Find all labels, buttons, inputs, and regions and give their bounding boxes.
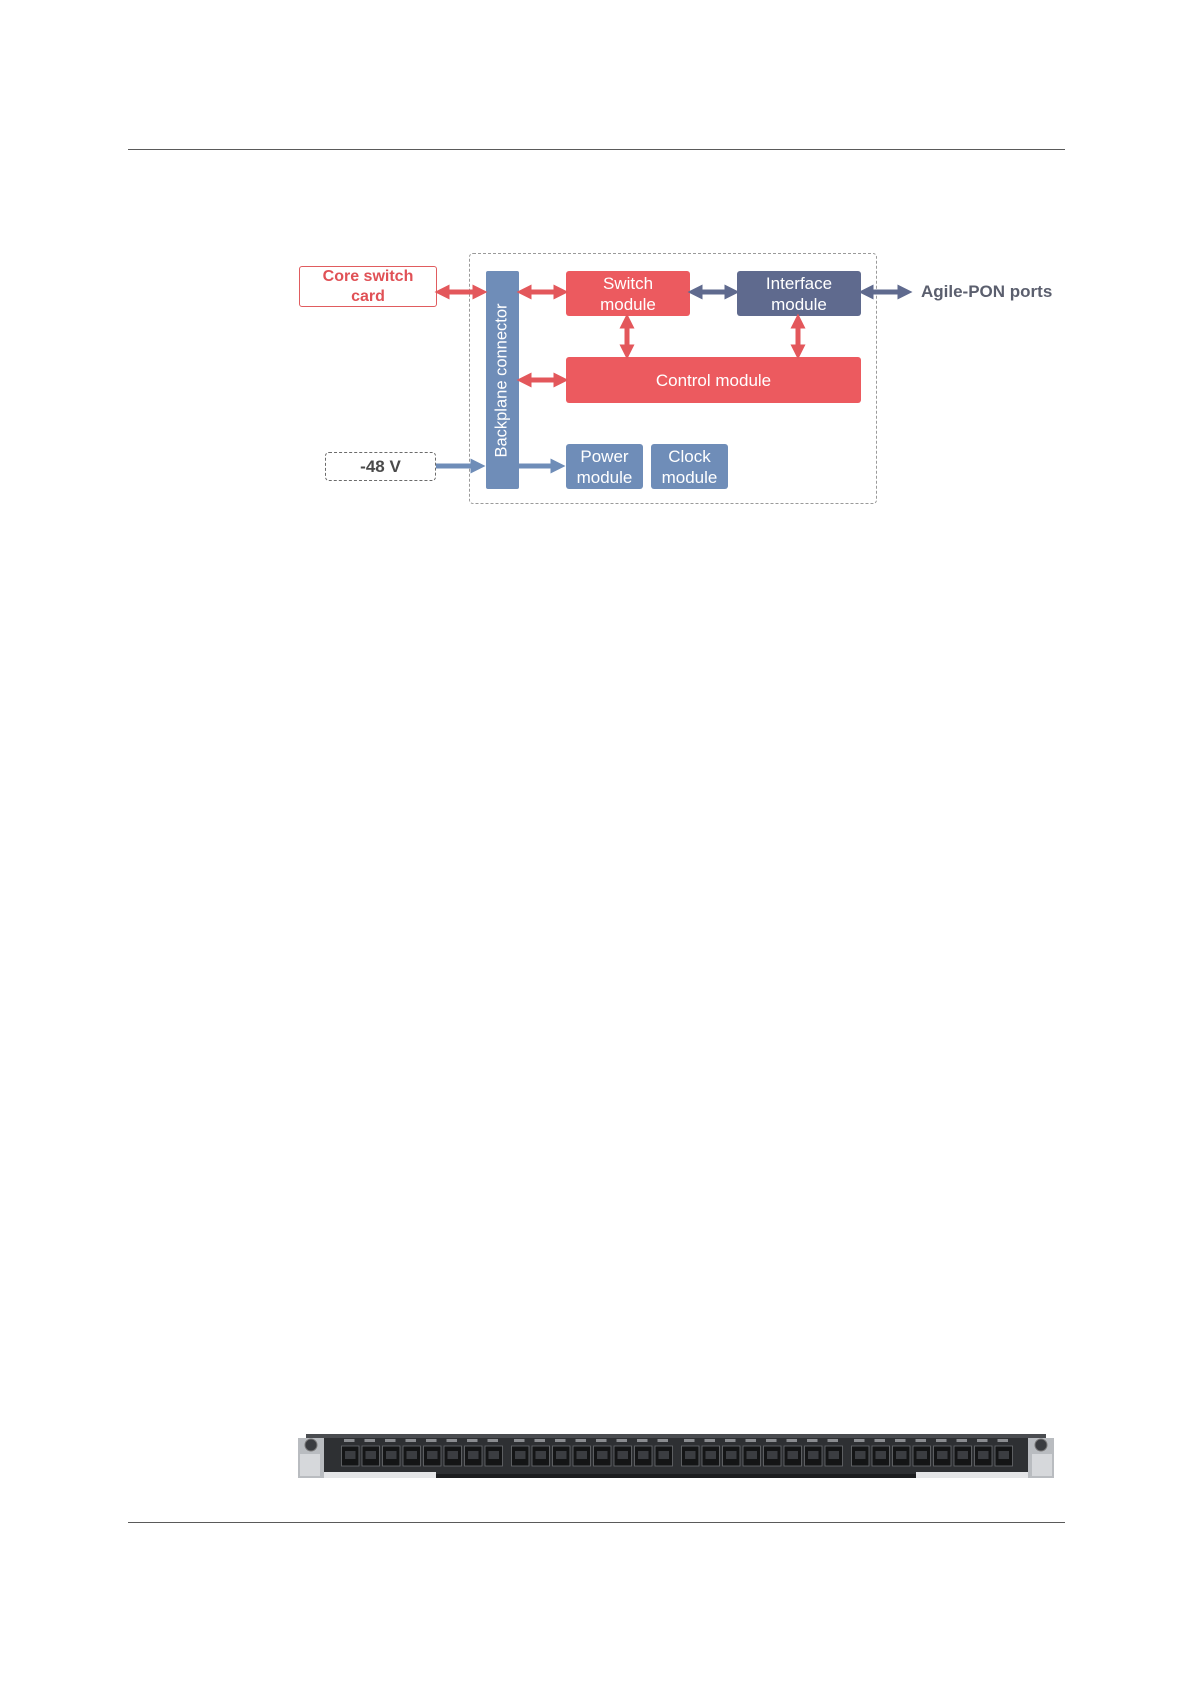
pon-port-cage <box>958 1451 969 1459</box>
pon-port-cage <box>788 1451 799 1459</box>
pon-port-cage <box>515 1451 526 1459</box>
pon-port-cage <box>448 1451 459 1459</box>
port-label-mark <box>957 1439 968 1442</box>
pon-port-cage <box>427 1451 438 1459</box>
port-label-mark <box>596 1439 607 1442</box>
pon-port-cage <box>978 1451 989 1459</box>
pon-port-cage <box>659 1451 670 1459</box>
board-illustration <box>298 1430 1054 1480</box>
pon-port-cage <box>468 1451 479 1459</box>
port-label-mark <box>895 1439 906 1442</box>
port-label-mark <box>365 1439 376 1442</box>
pon-port-cage <box>876 1451 887 1459</box>
port-label-mark <box>807 1439 818 1442</box>
port-label-mark <box>535 1439 546 1442</box>
pon-port-cage <box>489 1451 500 1459</box>
pon-port-cage <box>597 1451 608 1459</box>
port-label-mark <box>875 1439 886 1442</box>
block-diagram: Core switch card -48 V Backplane connect… <box>0 0 1191 560</box>
port-label-mark <box>828 1439 839 1442</box>
port-label-mark <box>447 1439 458 1442</box>
port-label-mark <box>977 1439 988 1442</box>
pon-port-cage <box>407 1451 418 1459</box>
pon-port-cage <box>556 1451 567 1459</box>
pon-port-cage <box>366 1451 377 1459</box>
pon-port-cage <box>386 1451 397 1459</box>
port-label-mark <box>514 1439 525 1442</box>
port-label-mark <box>998 1439 1009 1442</box>
port-label-mark <box>426 1439 437 1442</box>
port-label-mark <box>617 1439 628 1442</box>
pon-port-cage <box>917 1451 928 1459</box>
port-label-mark <box>916 1439 927 1442</box>
pon-port-cage <box>726 1451 737 1459</box>
port-label-mark <box>705 1439 716 1442</box>
pon-port-cage <box>747 1451 758 1459</box>
port-label-mark <box>854 1439 865 1442</box>
pon-port-cage <box>618 1451 629 1459</box>
pon-port-cage <box>638 1451 649 1459</box>
board-front-panel-photo <box>298 1430 1054 1480</box>
pon-port-cage <box>685 1451 696 1459</box>
pon-port-cage <box>896 1451 907 1459</box>
port-label-mark <box>344 1439 355 1442</box>
pon-port-cage <box>577 1451 588 1459</box>
port-label-mark <box>385 1439 396 1442</box>
pon-port-cage <box>808 1451 819 1459</box>
connection-arrows <box>0 0 1191 560</box>
port-label-mark <box>746 1439 757 1442</box>
port-label-mark <box>576 1439 587 1442</box>
port-label-mark <box>936 1439 947 1442</box>
port-label-mark <box>555 1439 566 1442</box>
pon-port-cage <box>706 1451 717 1459</box>
port-label-mark <box>684 1439 695 1442</box>
pon-port-cage <box>345 1451 356 1459</box>
port-label-mark <box>637 1439 648 1442</box>
port-label-mark <box>787 1439 798 1442</box>
port-label-mark <box>766 1439 777 1442</box>
footer-rule <box>128 1522 1065 1523</box>
port-label-mark <box>467 1439 478 1442</box>
pon-port-cage <box>855 1451 866 1459</box>
port-label-mark <box>658 1439 669 1442</box>
port-label-mark <box>725 1439 736 1442</box>
port-label-mark <box>488 1439 499 1442</box>
pon-port-cage <box>767 1451 778 1459</box>
port-label-mark <box>406 1439 417 1442</box>
pon-port-cage <box>829 1451 840 1459</box>
pon-port-cage <box>536 1451 547 1459</box>
pon-port-cage <box>937 1451 948 1459</box>
pon-port-cage <box>999 1451 1010 1459</box>
